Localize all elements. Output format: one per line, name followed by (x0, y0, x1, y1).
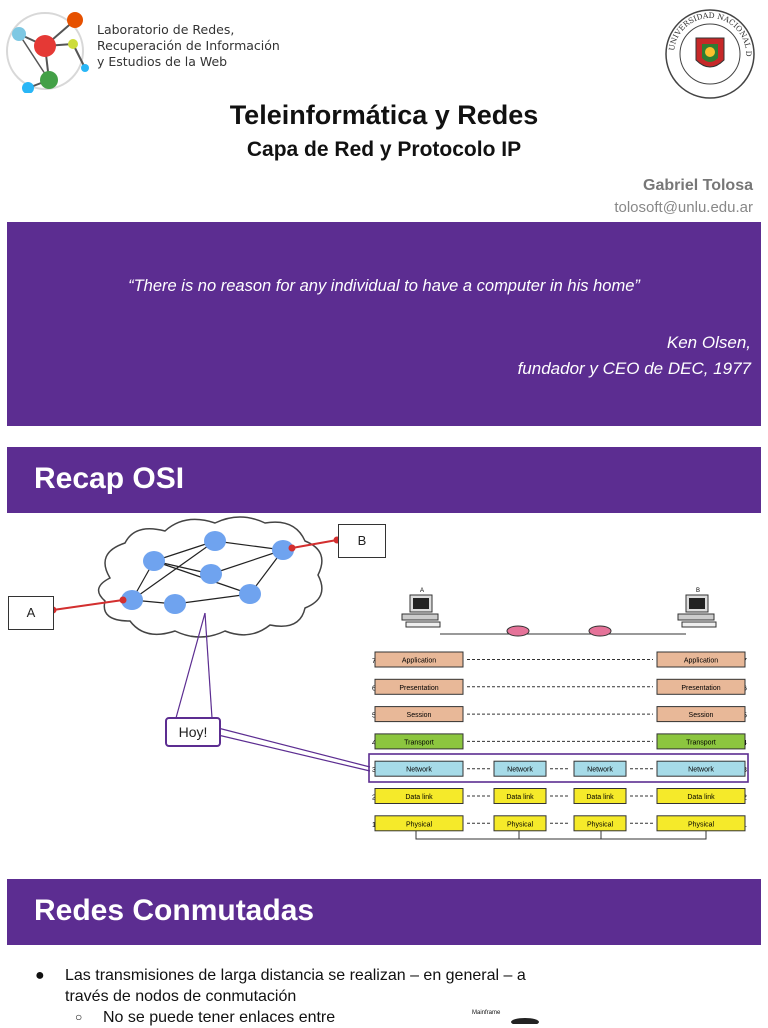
quote-author: Ken Olsen, fundador y CEO de DEC, 1977 (518, 330, 751, 382)
osi-graphic: A B 77ApplicationApplication66Presentati… (368, 588, 749, 840)
bullet-text: Las transmisiones de larga distancia se … (65, 967, 526, 984)
mainframe-label: Mainframe (472, 1010, 501, 1016)
layer-box (493, 815, 547, 832)
university-seal: UNIVERSIDAD NACIONAL DE LUJAN (660, 1, 756, 100)
router-icon (506, 625, 530, 637)
layer-number: 1 (372, 822, 376, 829)
layer-name: Transport (686, 739, 716, 746)
layer-box (374, 706, 464, 723)
quote-text: “There is no reason for any individual t… (128, 277, 640, 295)
layer-box (656, 760, 746, 777)
quote-author-role: fundador y CEO de DEC, 1977 (517, 359, 751, 378)
bullet-text: través de nodos de conmutación (65, 988, 297, 1005)
network-diagram (49, 516, 371, 772)
lab-name-line: y Estudios de la Web (97, 54, 228, 69)
lab-name-line: Laboratorio de Redes, (97, 22, 235, 37)
node-b-label: B (338, 524, 386, 558)
mainframe-icon (511, 1018, 539, 1024)
author-email: tolosoft@unlu.edu.ar (614, 199, 753, 216)
seal-graphic: UNIVERSIDAD NACIONAL DE LUJAN (660, 1, 755, 99)
layer-name: Physical (688, 821, 715, 828)
section-header-recap: Recap OSI (7, 447, 761, 513)
layer-box (374, 760, 464, 777)
layer-box (374, 815, 464, 832)
layer-name: Physical (507, 821, 534, 828)
layer-box (656, 733, 746, 750)
callout-lines (175, 612, 371, 772)
layer-name: Session (689, 712, 714, 719)
layer-number: 4 (372, 740, 376, 747)
computer-b-icon (677, 594, 717, 628)
osi-diagram: A B 77ApplicationApplication66Presentati… (368, 585, 753, 845)
layer-name: Presentation (681, 685, 720, 692)
section-title: Redes Conmutadas (34, 894, 315, 927)
layer-name: Application (402, 658, 436, 665)
node-a-label: A (8, 596, 54, 630)
layer-number: 7 (372, 658, 376, 665)
layer-box (374, 678, 464, 695)
layer-name: Network (688, 767, 714, 774)
layer-name: Physical (587, 821, 614, 828)
layer-box (573, 788, 627, 804)
layer-name: Network (507, 767, 533, 774)
layer-box (573, 815, 627, 832)
layer-box (656, 788, 746, 804)
layer-box (374, 651, 464, 668)
quote-author-name: Ken Olsen, (666, 333, 751, 352)
layer-number: 2 (372, 795, 376, 802)
layer-name: Data link (506, 794, 534, 801)
layer-name: Application (684, 658, 718, 665)
layer-number: 6 (372, 685, 376, 692)
router-icon (588, 625, 612, 637)
layer-box (656, 815, 746, 832)
network-nodes (121, 531, 294, 614)
host-b-label: B (696, 588, 700, 594)
lab-name-line: Recuperación de Información (97, 38, 280, 53)
page-subtitle: Capa de Red y Protocolo IP (246, 138, 522, 161)
section-header-redes: Redes Conmutadas (7, 879, 761, 945)
layer-name: Network (406, 767, 432, 774)
layer-name: Physical (406, 821, 433, 828)
layer-name: Data link (687, 794, 715, 801)
author-name: Gabriel Tolosa (643, 177, 753, 194)
section-title: Recap OSI (34, 462, 185, 495)
layer-name: Network (587, 767, 613, 774)
lab-name: Laboratorio de Redes, Recuperación de In… (97, 22, 280, 70)
layer-box (656, 706, 746, 723)
layer-name: Data link (586, 794, 614, 801)
lab-logo (5, 8, 90, 94)
layer-name: Session (407, 712, 432, 719)
layer-name: Presentation (399, 685, 438, 692)
network-layer-highlight (368, 753, 749, 783)
layer-box (656, 651, 746, 668)
lab-logo-graphic (6, 12, 89, 94)
layer-box (374, 733, 464, 750)
list-item: ● Las transmisiones de larga distancia s… (35, 965, 526, 1007)
page-title: Teleinformática y Redes (229, 100, 539, 130)
layer-name: Transport (404, 739, 434, 746)
host-a-label: A (420, 588, 424, 594)
layer-name: Data link (405, 794, 433, 801)
layer-box (573, 760, 627, 777)
list-item: ○ No se puede tener enlaces entre (35, 1007, 526, 1028)
bullet-list: ● Las transmisiones de larga distancia s… (35, 965, 526, 1028)
layer-box (493, 760, 547, 777)
layer-number: 3 (372, 767, 376, 774)
bullet-icon: ● (35, 967, 45, 984)
sub-bullet-icon: ○ (75, 1010, 83, 1024)
callout-hoy: Hoy! (165, 717, 221, 747)
quote-band: “There is no reason for any individual t… (7, 222, 761, 426)
computer-a-icon (401, 594, 441, 628)
bullet-text: No se puede tener enlaces entre (103, 1009, 336, 1026)
layer-box (656, 678, 746, 695)
layer-number: 5 (372, 713, 376, 720)
layer-box (493, 788, 547, 804)
layer-box (374, 788, 464, 804)
